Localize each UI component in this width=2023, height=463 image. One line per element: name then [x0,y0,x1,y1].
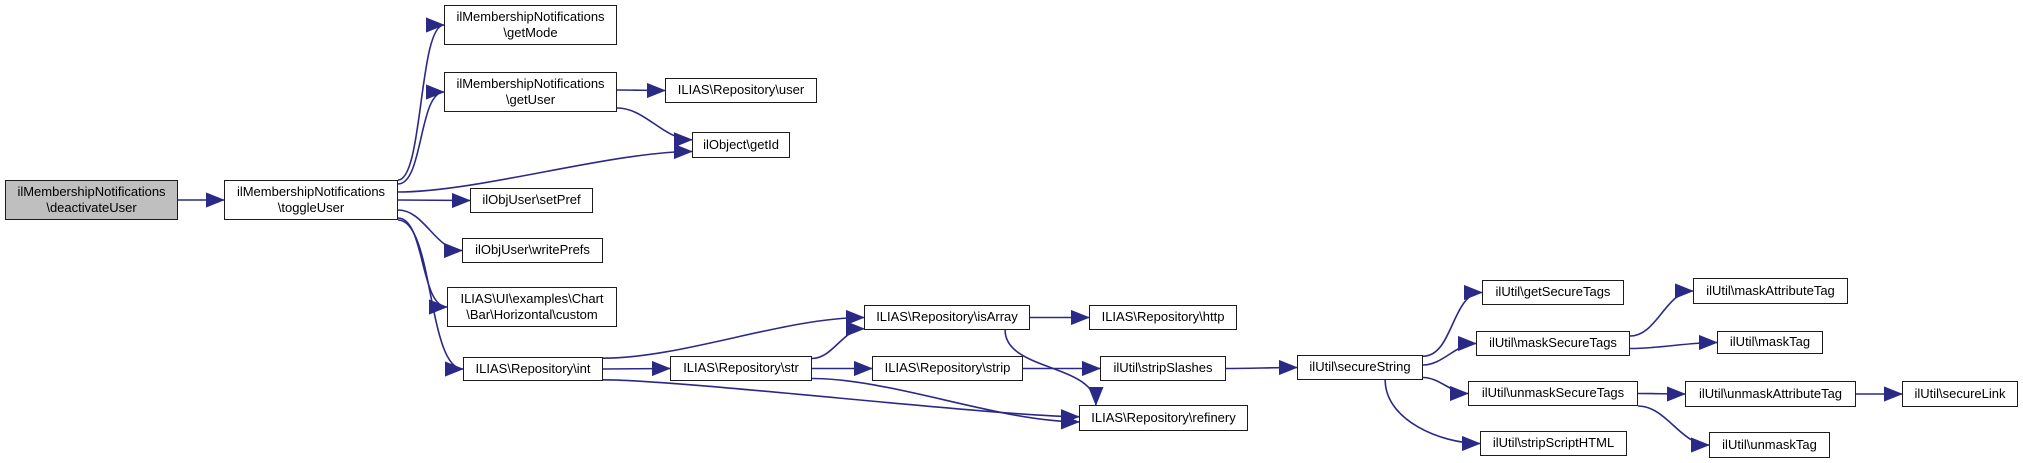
node-label-line: \toggleUser [277,200,345,215]
node-label-line: ilUtil\secureLink [1914,385,2006,401]
graph-node-getSecureTags[interactable]: ilUtil\getSecureTags [1482,280,1624,305]
node-label-line: ilUtil\maskTag [1729,334,1811,350]
node-label-line: ilMembershipNotifications [456,75,605,91]
graph-node-strip[interactable]: ILIAS\Repository\strip [872,356,1023,381]
node-label-line: ILIAS\Repository\str [683,360,799,376]
graph-node-getId[interactable]: ilObject\getId [692,132,790,158]
edge-repoInt-refinery [602,379,1080,425]
graph-node-http[interactable]: ILIAS\Repository\http [1089,305,1237,330]
graph-node-maskTag[interactable]: ilUtil\maskTag [1717,331,1823,354]
graph-node-getMode[interactable]: ilMembershipNotifications\getMode [444,5,617,45]
node-label-line: ILIAS\Repository\isArray [876,309,1018,325]
node-label-line: ilUtil\unmaskAttributeTag [1698,385,1843,401]
node-label-line: ILIAS\Repository\http [1101,309,1225,325]
node-label-line: \deactivateUser [46,200,137,215]
graph-node-secureLink[interactable]: ilUtil\secureLink [1902,381,2018,407]
edge-toggleUser-repoInt [397,219,464,377]
node-label-line: ILIAS\Repository\strip [884,360,1011,376]
node-label-line: ilUtil\stripScriptHTML [1492,435,1615,451]
edge-maskSecureTags-maskTag [1629,334,1718,351]
node-label-line: ILIAS\Repository\user [677,82,805,98]
graph-node-isArray[interactable]: ILIAS\Repository\isArray [864,305,1030,330]
node-label-line: ilMembershipNotifications [456,8,605,24]
node-label-line: ilUtil\maskAttributeTag [1706,282,1835,298]
edge-repoStr-refinery [811,377,1080,430]
edge-secureString-maskSecureTags [1422,335,1477,366]
edge-stripSlashes-secureString [1225,359,1298,376]
graph-node-repoInt[interactable]: ILIAS\Repository\int [463,357,603,381]
edge-unmaskSecureTags-unmaskTag [1637,405,1710,453]
node-label-line: ilUtil\getSecureTags [1495,284,1611,300]
graph-node-getUser[interactable]: ilMembershipNotifications\getUser [444,72,617,112]
graph-node-stripScriptHTML[interactable]: ilUtil\stripScriptHTML [1480,431,1627,456]
node-label-line: ilUtil\secureString [1309,359,1411,375]
node-label-line: \getUser [505,92,556,107]
graph-node-maskSecureTags[interactable]: ilUtil\maskSecureTags [1476,331,1630,356]
edge-secureString-stripScriptHTML [1384,379,1481,452]
edge-secureString-getSecureTags [1422,284,1483,358]
graph-node-repoUser[interactable]: ILIAS\Repository\user [665,78,817,103]
node-label-line: \Bar\Horizontal\custom [466,307,598,322]
graph-node-unmaskAttributeTag[interactable]: ilUtil\unmaskAttributeTag [1685,381,1856,407]
node-label-line: ilUtil\stripSlashes [1113,360,1213,376]
edge-toggleUser-setPref [397,192,471,209]
graph-node-stripSlashes[interactable]: ilUtil\stripSlashes [1100,356,1226,381]
edge-repoStr-isArray [811,321,865,360]
graph-node-unmaskTag[interactable]: ilUtil\unmaskTag [1709,432,1830,458]
node-label-line: ILIAS\Repository\refinery [1091,409,1236,425]
edge-repoInt-isArray [602,309,865,359]
graph-node-maskAttributeTag[interactable]: ilUtil\maskAttributeTag [1693,278,1848,304]
graph-node-refinery[interactable]: ILIAS\Repository\refinery [1079,405,1248,431]
node-label-line: \getMode [503,25,558,40]
graph-node-chartCustom[interactable]: ILIAS\UI\examples\Chart\Bar\Horizontal\c… [447,287,617,327]
edge-getUser-repoUser [616,82,666,99]
edge-toggleUser-chartCustom [397,217,448,315]
node-label-line: ilMembershipNotifications [236,183,386,199]
edge-toggleUser-writePrefs [397,209,463,259]
graph-node-repoStr[interactable]: ILIAS\Repository\str [670,356,812,381]
graph-node-deactivateUser: ilMembershipNotifications\deactivateUser [5,180,178,220]
graph-node-setPref[interactable]: ilObjUser\setPref [470,188,593,213]
edge-unmaskSecureTags-unmaskAttributeTag [1637,386,1686,402]
edge-toggleUser-getId [397,143,693,193]
edge-toggleUser-getMode [397,17,445,181]
node-label-line: ilObject\getId [703,136,779,152]
edge-isArray-refinery [1004,329,1104,406]
graph-node-writePrefs[interactable]: ilObjUser\writePrefs [462,238,603,263]
graph-node-toggleUser[interactable]: ilMembershipNotifications\toggleUser [224,180,398,220]
edge-secureString-unmaskSecureTags [1422,376,1469,402]
node-label-line: ilMembershipNotifications [17,183,166,199]
edge-getUser-getId [616,107,693,148]
edge-repoInt-repoStr [602,360,671,377]
edge-maskSecureTags-maskAttributeTag [1629,283,1694,337]
node-label-line: ilObjUser\writePrefs [475,242,590,258]
node-label-line: ilObjUser\setPref [482,192,581,208]
graph-node-secureString[interactable]: ilUtil\secureString [1297,355,1423,380]
node-label-line: ilUtil\unmaskSecureTags [1481,385,1625,401]
node-label-line: ILIAS\UI\examples\Chart [460,290,604,306]
graph-node-unmaskSecureTags[interactable]: ilUtil\unmaskSecureTags [1468,381,1638,406]
edge-toggleUser-getUser [397,84,445,185]
node-label-line: ilUtil\unmaskTag [1722,436,1817,452]
node-label-line: ILIAS\Repository\int [475,360,591,376]
node-label-line: ilUtil\maskSecureTags [1489,335,1617,351]
